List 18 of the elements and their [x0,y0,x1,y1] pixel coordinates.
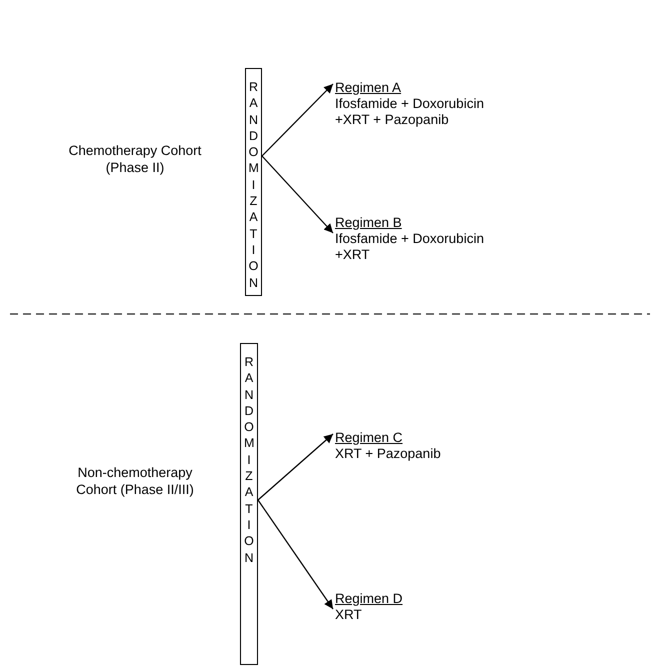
regimen-drugs: XRT + Pazopanib [335,446,442,462]
randomization-bar [240,343,258,665]
arrow [262,156,334,234]
vertical-label: RANDOMIZATION [248,79,258,291]
arrow [262,84,334,156]
vertical-label: RANDOMIZATION [244,354,254,566]
regimen-heading: Regimen C [335,430,403,446]
randomization-bar [245,68,262,296]
regimen-heading: Regimen D [335,591,403,607]
arrow [258,500,334,610]
regimen-heading: Regimen B [335,215,402,231]
regimen-drugs: Ifosfamide + Doxorubicin +XRT [335,231,485,263]
regimen-drugs: Ifosfamide + Doxorubicin +XRT + Pazopanib [335,96,485,128]
cohort-label: Chemotherapy Cohort (Phase II) [68,142,202,176]
arrow [258,434,334,500]
regimen-heading: Regimen A [335,80,402,96]
cohort-label: Non-chemotherapy Cohort (Phase II/III) [75,464,195,498]
regimen-drugs: XRT [335,607,363,623]
